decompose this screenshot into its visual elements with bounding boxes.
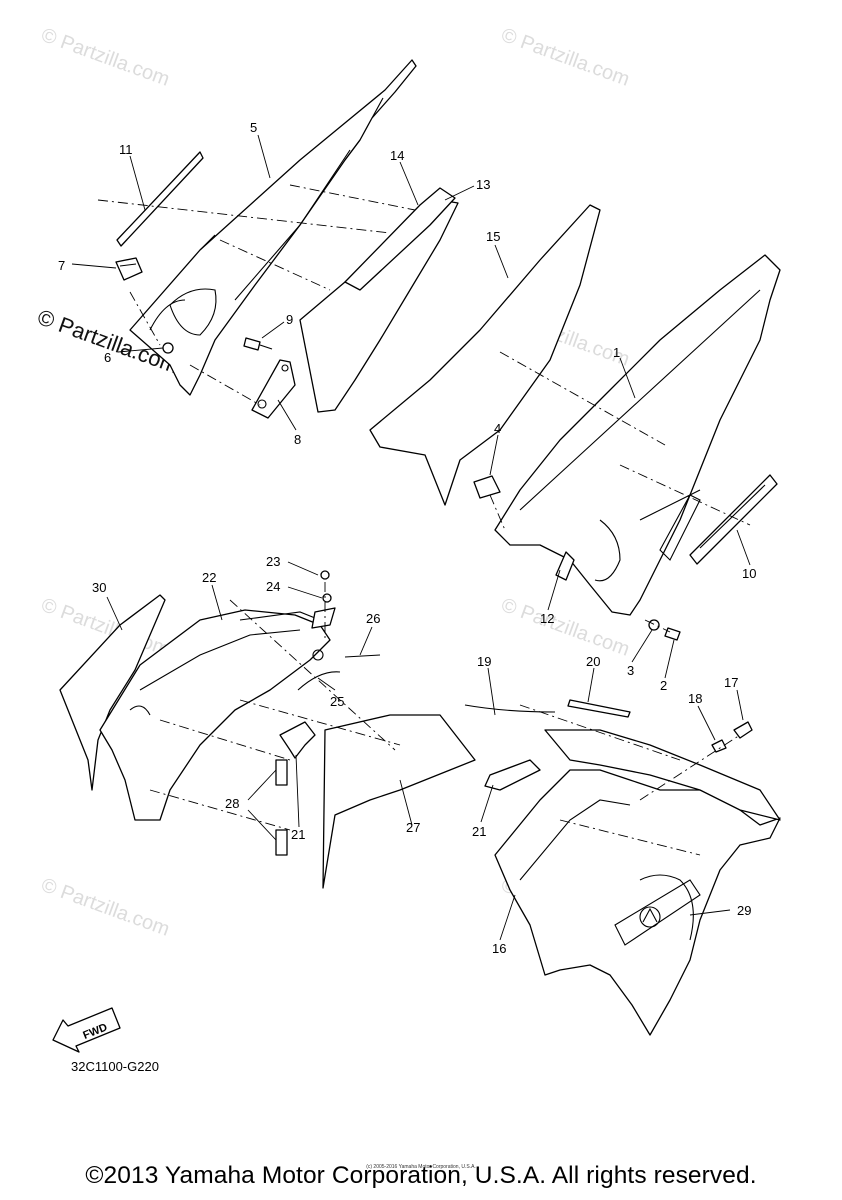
callout-24: 24	[266, 579, 280, 594]
part-9-bolt	[243, 337, 273, 351]
part-8-bracket	[251, 359, 296, 419]
part-4-clip	[473, 475, 501, 499]
part-12-bracket	[555, 551, 575, 581]
watermark: © Partzilla.com	[38, 24, 172, 91]
part-23-screw	[320, 570, 330, 580]
part-24-nut	[322, 593, 332, 603]
part-26-strip	[344, 654, 381, 658]
callout-10: 10	[742, 566, 756, 581]
callout-18: 18	[688, 691, 702, 706]
callout-9: 9	[286, 312, 293, 327]
callout-3: 3	[627, 663, 634, 678]
part-ring	[312, 649, 324, 661]
callout-1: 1	[613, 345, 620, 360]
part-28-label-b	[275, 829, 288, 856]
callout-29: 29	[737, 903, 751, 918]
callout-8: 8	[294, 432, 301, 447]
part-6-screw	[162, 342, 174, 354]
center-lines	[97, 184, 751, 856]
callout-15: 15	[486, 229, 500, 244]
diagram-code: 32C1100-G220	[71, 1059, 159, 1074]
yamaha-logo-icon	[639, 906, 661, 928]
callout-14: 14	[390, 148, 404, 163]
part-2-bolt	[664, 627, 681, 641]
callout-16: 16	[492, 941, 506, 956]
part-11-strip	[116, 151, 204, 247]
watermark: © Partzilla.com	[498, 24, 632, 91]
part-18-nut	[711, 739, 727, 753]
part-24-bracket	[311, 607, 336, 629]
part-28-label-a	[275, 759, 288, 786]
callout-17: 17	[724, 675, 738, 690]
part-20-strip	[567, 699, 631, 718]
part-15-panel	[369, 204, 601, 506]
callout-30: 30	[92, 580, 106, 595]
part-7-clip	[115, 257, 143, 281]
part-25-strip	[297, 671, 341, 691]
callout-5: 5	[250, 120, 257, 135]
callout-25: 25	[330, 694, 344, 709]
callout-28: 28	[225, 796, 239, 811]
part-10-decal	[689, 474, 778, 565]
part-21-left	[279, 721, 316, 759]
part-17-bolt	[733, 721, 753, 739]
callout-7: 7	[58, 258, 65, 273]
leader-lines	[71, 134, 751, 941]
callout-26: 26	[366, 611, 380, 626]
small-credit: (c) 2005-2016 Yamaha Motor Corporation, …	[366, 1164, 476, 1170]
callout-21-left: 21	[291, 827, 305, 842]
part-29-emblem	[614, 879, 701, 946]
part-1-side-cover	[494, 254, 781, 616]
callout-20: 20	[586, 654, 600, 669]
callout-6: 6	[104, 350, 111, 365]
callout-4: 4	[494, 421, 501, 436]
callout-12: 12	[540, 611, 554, 626]
callout-27: 27	[406, 820, 420, 835]
part-3-washer	[648, 619, 660, 631]
part-19-strip	[464, 704, 556, 713]
part-21-right	[484, 759, 541, 791]
callout-2: 2	[660, 678, 667, 693]
watermark: © Partzilla.com	[38, 874, 172, 941]
callout-23: 23	[266, 554, 280, 569]
side-panel-13-14	[299, 187, 459, 413]
callout-13: 13	[476, 177, 490, 192]
callout-19: 19	[477, 654, 491, 669]
callout-21-right: 21	[472, 824, 486, 839]
shroud-right-16-29	[494, 729, 781, 1036]
copyright-notice: ©2013 Yamaha Motor Corporation, U.S.A. A…	[85, 1162, 757, 1189]
part-27-sticker	[322, 714, 476, 889]
callout-22: 22	[202, 570, 216, 585]
fwd-arrow-icon: FWD	[52, 1007, 121, 1053]
callout-numbers: 1 2 3 4 5 6 7 8 9 10 11 12 13 14 15 16 1…	[58, 120, 756, 956]
shroud-left-22-30	[59, 594, 331, 821]
callout-11: 11	[119, 142, 133, 157]
side-cover-upper-left	[129, 59, 417, 396]
